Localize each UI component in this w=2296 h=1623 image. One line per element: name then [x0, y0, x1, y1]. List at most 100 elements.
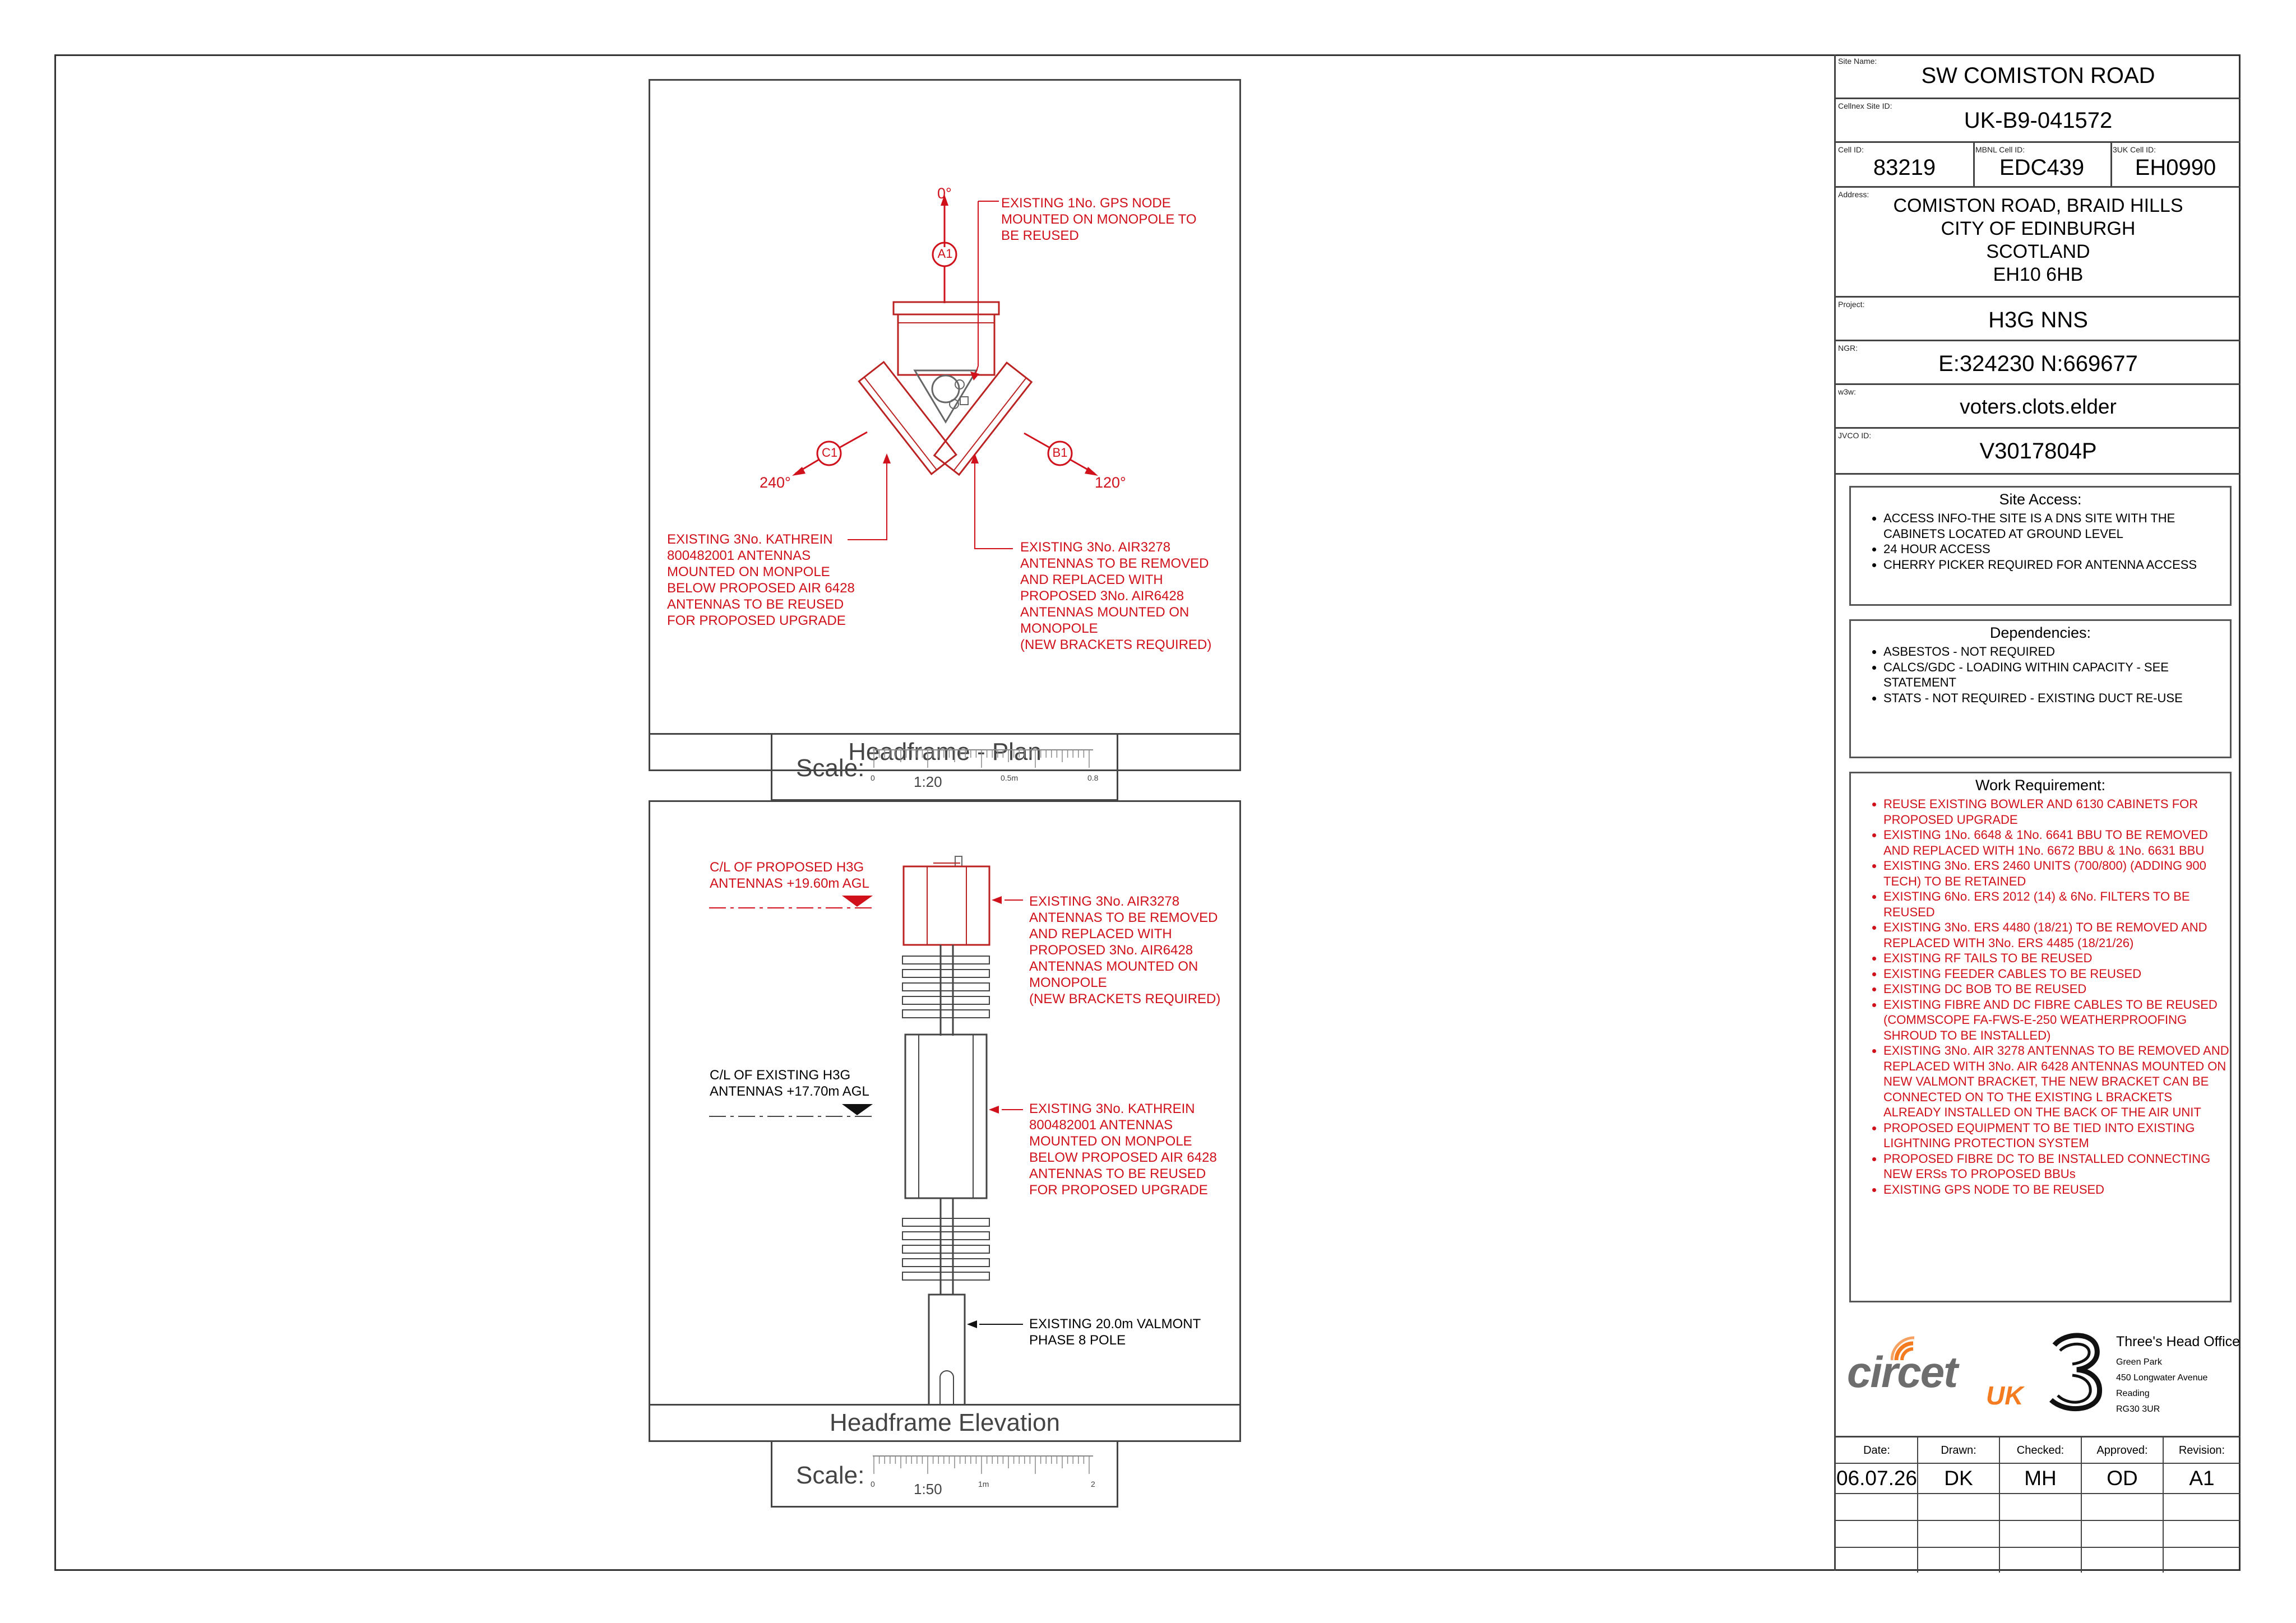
plan-scale-tick-mid: 0.5m [1001, 773, 1019, 782]
monopole [928, 1293, 966, 1406]
sector-c1-label: C1 [821, 446, 838, 460]
list-item: EXISTING 6No. ERS 2012 (14) & 6No. FILTE… [1883, 889, 2230, 920]
ngr-cell: NGR: E:324230 N:669677 [1836, 341, 2241, 385]
list-item: ACCESS INFO-THE SITE IS A DNS SITE WITH … [1883, 511, 2230, 541]
project: H3G NNS [1988, 308, 2088, 332]
proposed-cl-marker [842, 896, 873, 907]
rev-header-approved: Approved: [2096, 1444, 2148, 1457]
bearing-240-label: 240° [760, 474, 791, 491]
sheet-border [54, 54, 2241, 1571]
rev-approved: OD [2107, 1467, 2138, 1490]
existing-cl-marker [842, 1104, 873, 1115]
bearing-120-label: 120° [1095, 474, 1126, 491]
plan-scale-tick-0: 0 [871, 773, 875, 782]
dependencies-box: Dependencies: ASBESTOS - NOT REQUIRED CA… [1849, 619, 2232, 758]
list-item: CALCS/GDC - LOADING WITHIN CAPACITY - SE… [1883, 660, 2230, 690]
rev-revision: A1 [2189, 1467, 2215, 1490]
rev-date: 06.07.26 [1836, 1467, 1918, 1490]
rev-checked: MH [2024, 1467, 2057, 1490]
dependencies-title: Dependencies: [1989, 624, 2091, 641]
list-item: PROPOSED EQUIPMENT TO BE TIED INTO EXIST… [1883, 1120, 2230, 1151]
revision-table: Date: Drawn: Checked: Approved: Revision… [1836, 1436, 2241, 1573]
list-item: ASBESTOS - NOT REQUIRED [1883, 644, 2230, 660]
circet-logo: circet UK [1847, 1332, 2032, 1411]
jvco: V3017804P [1979, 439, 2097, 463]
mbnl-id-cell: MBNL Cell ID: EDC439 [1973, 143, 2112, 186]
list-item: EXISTING 3No. ERS 2460 UNITS (700/800) (… [1883, 858, 2230, 889]
bearing-0-label: 0° [937, 185, 952, 202]
site-access-box: Site Access: ACCESS INFO-THE SITE IS A D… [1849, 486, 2232, 606]
list-item: PROPOSED FIBRE DC TO BE INSTALLED CONNEC… [1883, 1151, 2230, 1182]
site-access-list: ACCESS INFO-THE SITE IS A DNS SITE WITH … [1851, 511, 2230, 572]
plan-note-kathrein: EXISTING 3No. KATHREIN 800482001 ANTENNA… [667, 532, 855, 628]
ngr: E:324230 N:669677 [1938, 351, 2138, 376]
plan-antenna-b1 [933, 361, 1033, 476]
site-access-title: Site Access: [1999, 491, 2082, 508]
elevation-scale-label: Scale: [796, 1462, 865, 1489]
kathrein-leader [884, 460, 887, 540]
three-office-address: Green Park 450 Longwater Avenue Reading … [2116, 1357, 2208, 1414]
three-logo-icon [2049, 1333, 2103, 1412]
sector-b1-label: B1 [1052, 446, 1068, 460]
address: COMISTON ROAD, BRAID HILLS CITY OF EDINB… [1893, 195, 2183, 285]
list-item: EXISTING GPS NODE TO BE REUSED [1883, 1182, 2230, 1198]
elev-note-existing-cl: C/L OF EXISTING H3G ANTENNAS +17.70m AGL [710, 1068, 869, 1099]
3uk-id-cell: 3UK Cell ID: EH0990 [2110, 143, 2241, 186]
revision-grid [1836, 1437, 2241, 1573]
plan-scale-bar [873, 749, 1093, 768]
list-item: EXISTING 1No. 6648 & 1No. 6641 BBU TO BE… [1883, 827, 2230, 858]
elevation-panel [649, 800, 1241, 1406]
pole-circle [931, 374, 960, 404]
list-item: EXISTING RF TAILS TO BE REUSED [1883, 950, 2230, 966]
list-item: CHERRY PICKER REQUIRED FOR ANTENNA ACCES… [1883, 557, 2230, 573]
plan-scale-tick-end: 0.8 [1087, 773, 1099, 782]
elevation-scale-tick-0: 0 [871, 1480, 875, 1488]
address-cell: Address: COMISTON ROAD, BRAID HILLS CITY… [1836, 188, 2241, 298]
plan-antenna-c1 [858, 360, 957, 475]
site-name: SW COMISTON ROAD [1921, 63, 2155, 88]
rev-header-revision: Revision: [2178, 1444, 2225, 1457]
3uk-id: EH0990 [2135, 155, 2216, 180]
sector-b1-marker [1047, 440, 1073, 466]
sector-a1-label: A1 [937, 247, 953, 261]
elevation-scale-tick-end: 2 [1091, 1480, 1095, 1488]
list-item: 24 HOUR ACCESS [1883, 541, 2230, 557]
elev-note-proposed-cl: C/L OF PROPOSED H3G ANTENNAS +19.60m AGL [710, 860, 869, 891]
plan-drawing [792, 194, 1098, 549]
title-block: Site Name: SW COMISTON ROAD Cellnex Site… [1834, 54, 2241, 1573]
plan-title: Headframe - Plan [649, 733, 1241, 771]
elev-note-kathrein: EXISTING 3No. KATHREIN 800482001 ANTENNA… [1029, 1101, 1217, 1198]
list-item: EXISTING DC BOB TO BE REUSED [1883, 981, 2230, 997]
list-item: EXISTING FEEDER CABLES TO BE REUSED [1883, 966, 2230, 982]
plan-note-air: EXISTING 3No. AIR3278 ANTENNAS TO BE REM… [1020, 540, 1212, 652]
cell-id-cell: Cell ID: 83219 [1836, 143, 1975, 186]
list-item: STATS - NOT REQUIRED - EXISTING DUCT RE-… [1883, 690, 2230, 706]
cell-id: 83219 [1873, 155, 1936, 180]
plan-scale-ratio: 1:20 [914, 773, 942, 790]
rev-header-checked: Checked: [2016, 1444, 2064, 1457]
elev-note-air: EXISTING 3No. AIR3278 ANTENNAS TO BE REM… [1029, 894, 1221, 1007]
three-office-title: Three's Head Office [2116, 1334, 2241, 1350]
list-item: EXISTING 3No. ERS 4480 (18/21) TO BE REM… [1883, 920, 2230, 950]
list-item: EXISTING FIBRE AND DC FIBRE CABLES TO BE… [1883, 997, 2230, 1044]
top-bowl [892, 301, 1000, 316]
work-requirement-box: Work Requirement: REUSE EXISTING BOWLER … [1849, 772, 2232, 1302]
rev-header-drawn: Drawn: [1941, 1444, 1976, 1457]
air-leader [974, 460, 1013, 549]
cellnex-id: UK-B9-041572 [1964, 108, 2113, 133]
sector-c1-marker [816, 440, 842, 466]
elevation-scale-bar [873, 1455, 1093, 1474]
jvco-cell: JVCO ID: V3017804P [1836, 429, 2241, 475]
plan-scale-label: Scale: [796, 754, 865, 782]
cellnex-cell: Cellnex Site ID: UK-B9-041572 [1836, 99, 2241, 143]
dependencies-list: ASBESTOS - NOT REQUIRED CALCS/GDC - LOAD… [1851, 644, 2230, 706]
elevation-title: Headframe Elevation [649, 1404, 1241, 1442]
circet-signal-icon [1891, 1336, 1915, 1361]
elevation-scale-tick-mid: 1m [978, 1480, 989, 1488]
rev-drawn: DK [1944, 1467, 1973, 1490]
upper-fins [902, 956, 990, 1018]
proposed-antenna-group [902, 865, 990, 946]
lower-fins [902, 1218, 990, 1281]
work-requirement-list: REUSE EXISTING BOWLER AND 6130 CABINETS … [1851, 796, 2230, 1197]
bearing-0-arrow [941, 194, 948, 206]
